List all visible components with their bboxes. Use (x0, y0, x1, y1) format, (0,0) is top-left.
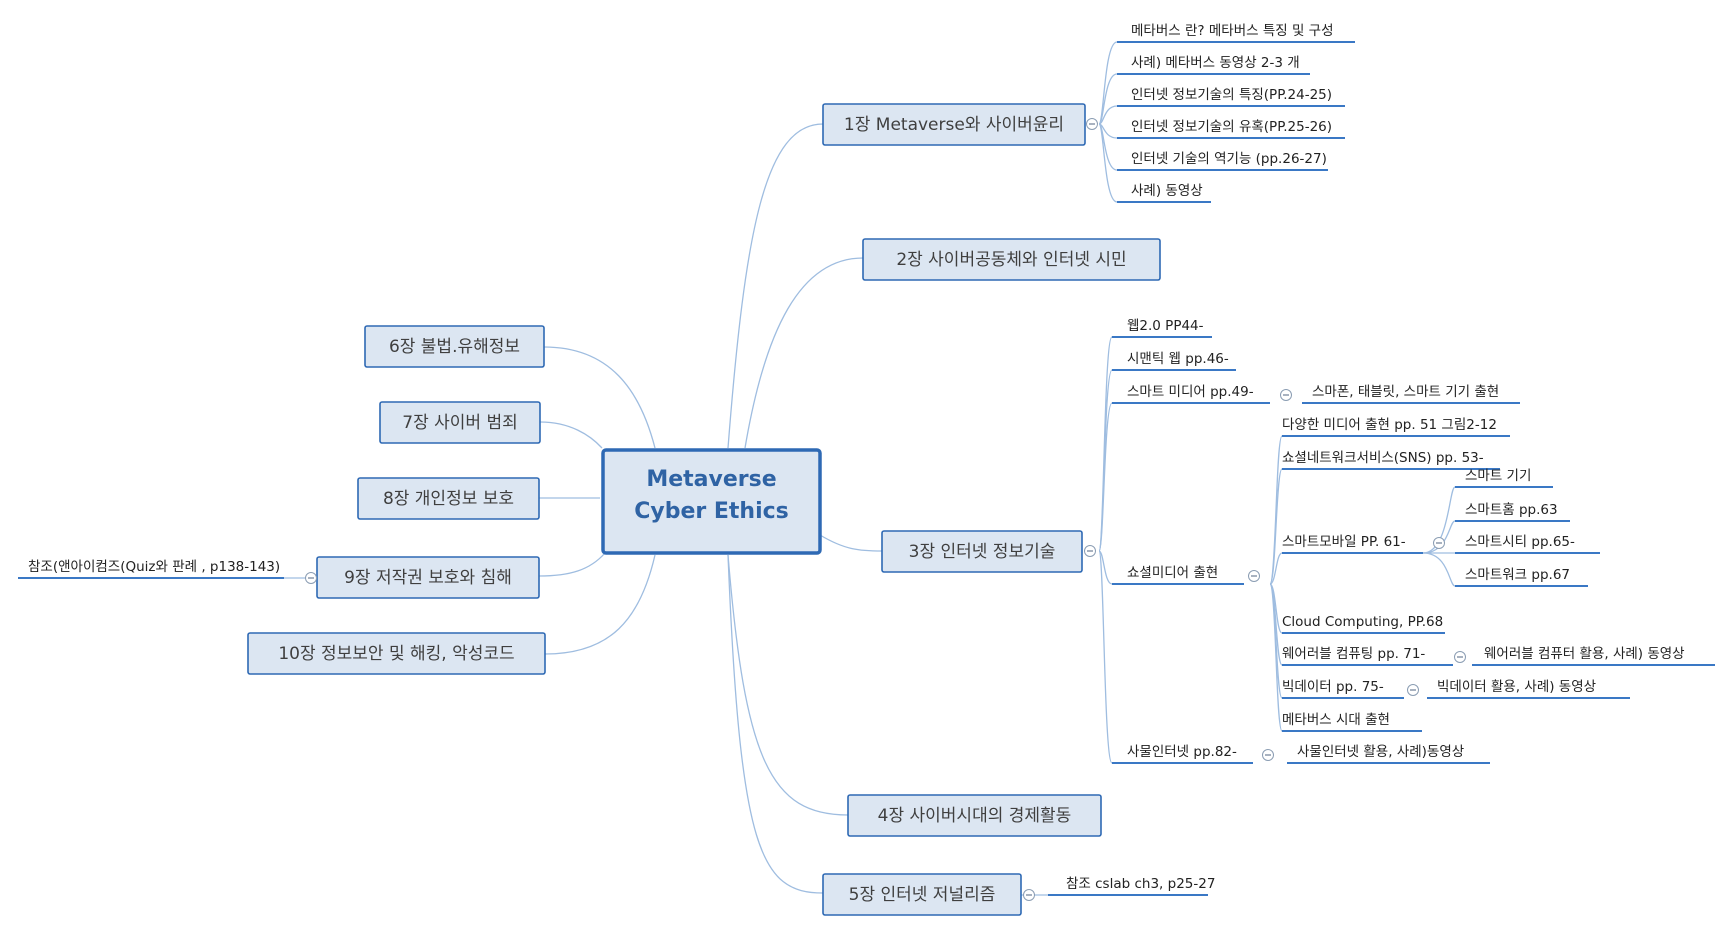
chapter-3-node[interactable]: 3장 인터넷 정보기술 (881, 530, 1083, 573)
chapter-5-label: 5장 인터넷 저널리즘 (849, 885, 996, 905)
social-sns[interactable]: 쇼셜네트워크서비스(SNS) pp. 53- (1282, 450, 1484, 466)
ch3-topic-web2[interactable]: 웹2.0 PP44- (1127, 318, 1204, 334)
chapter-10-label: 10장 정보보안 및 해킹, 악성코드 (278, 644, 514, 664)
collapse-toggle-smart-mobile[interactable] (1433, 537, 1445, 549)
collapse-toggle-bigdata[interactable] (1407, 684, 1419, 696)
social-wearable[interactable]: 웨어러블 컴퓨팅 pp. 71- (1282, 646, 1425, 662)
social-metaverse-era[interactable]: 메타버스 시대 출현 (1282, 712, 1390, 728)
ch1-connectors (1098, 41, 1355, 203)
ch3-connectors (1098, 336, 1715, 764)
mobile-smart-home[interactable]: 스마트홈 pp.63 (1465, 502, 1558, 518)
mobile-smart-city[interactable]: 스마트시티 pp.65- (1465, 534, 1575, 550)
ch3-topic-semantic-web[interactable]: 시맨틱 웹 pp.46- (1127, 351, 1229, 367)
ch3-topic-social-media[interactable]: 쇼셜미디어 출현 (1127, 565, 1218, 581)
social-cloud-computing[interactable]: Cloud Computing, PP.68 (1282, 614, 1443, 630)
chapter-9-node[interactable]: 9장 저작권 보호와 침해 (316, 556, 540, 599)
wearable-usage-video[interactable]: 웨어러블 컴퓨터 활용, 사례) 동영상 (1484, 646, 1685, 662)
collapse-toggle-ch3[interactable] (1084, 545, 1096, 557)
ch1-topic-temptation[interactable]: 인터넷 정보기술의 유혹(PP.25-26) (1131, 119, 1332, 135)
chapter-2-label: 2장 사이버공동체와 인터넷 시민 (896, 250, 1126, 270)
ch9-reference[interactable]: 참조(앤아이컴즈(Quiz와 판례 , p138-143) (28, 559, 280, 575)
chapter-4-label: 4장 사이버시대의 경제활동 (878, 806, 1072, 826)
chapter-8-label: 8장 개인정보 보호 (383, 489, 514, 509)
social-bigdata[interactable]: 빅데이터 pp. 75- (1282, 679, 1384, 695)
bigdata-usage-video[interactable]: 빅데이터 활용, 사례) 동영상 (1437, 679, 1596, 695)
collapse-toggle-wearable[interactable] (1454, 651, 1466, 663)
ch3-topic-smart-media[interactable]: 스마트 미디어 pp.49- (1127, 384, 1254, 400)
chapter-9-label: 9장 저작권 보호와 침해 (344, 568, 512, 588)
central-title-line2: Cyber Ethics (634, 499, 789, 524)
chapter-4-node[interactable]: 4장 사이버시대의 경제활동 (847, 794, 1102, 837)
chapter-3-label: 3장 인터넷 정보기술 (909, 542, 1056, 562)
collapse-toggle-ch9[interactable] (305, 572, 317, 584)
ch1-topic-definition[interactable]: 메타버스 란? 메타버스 특징 및 구성 (1131, 23, 1334, 39)
ch5-reference[interactable]: 참조 cslab ch3, p25-27 (1066, 876, 1215, 892)
central-title-line1: Metaverse (646, 467, 776, 492)
ch1-topic-features[interactable]: 인터넷 정보기술의 특징(PP.24-25) (1131, 87, 1332, 103)
collapse-toggle-ch1[interactable] (1086, 118, 1098, 130)
collapse-toggle-smart-media[interactable] (1280, 389, 1292, 401)
chapter-5-node[interactable]: 5장 인터넷 저널리즘 (822, 873, 1022, 916)
mobile-smart-work[interactable]: 스마트워크 pp.67 (1465, 567, 1570, 583)
collapse-toggle-social-media[interactable] (1248, 570, 1260, 582)
social-smart-mobile[interactable]: 스마트모바일 PP. 61- (1282, 534, 1406, 550)
chapter-8-node[interactable]: 8장 개인정보 보호 (357, 477, 540, 520)
main-branches (538, 123, 883, 894)
collapse-toggle-ch5[interactable] (1023, 889, 1035, 901)
chapter-6-node[interactable]: 6장 불법.유해정보 (364, 325, 545, 368)
ref-connectors (18, 577, 1208, 896)
chapter-10-node[interactable]: 10장 정보보안 및 해킹, 악성코드 (247, 632, 546, 675)
mobile-smart-device[interactable]: 스마트 기기 (1465, 468, 1531, 484)
ch1-topic-video-cases[interactable]: 사례) 메타버스 동영상 2-3 개 (1131, 55, 1300, 71)
central-topic[interactable]: Metaverse Cyber Ethics (601, 448, 822, 555)
ch1-topic-video[interactable]: 사례) 동영상 (1131, 183, 1203, 199)
chapter-1-node[interactable]: 1장 Metaverse와 사이버윤리 (822, 103, 1086, 146)
chapter-1-label: 1장 Metaverse와 사이버윤리 (844, 115, 1064, 135)
smart-media-devices[interactable]: 스마폰, 태블릿, 스마트 기기 출현 (1312, 384, 1499, 400)
chapter-7-label: 7장 사이버 범죄 (402, 413, 517, 433)
ch3-topic-iot[interactable]: 사물인터넷 pp.82- (1127, 744, 1237, 760)
iot-usage-video[interactable]: 사물인터넷 활용, 사례)동영상 (1297, 744, 1464, 760)
collapse-toggle-iot[interactable] (1262, 749, 1274, 761)
chapter-7-node[interactable]: 7장 사이버 범죄 (379, 401, 541, 444)
chapter-6-label: 6장 불법.유해정보 (389, 337, 520, 357)
chapter-2-node[interactable]: 2장 사이버공동체와 인터넷 시민 (862, 238, 1161, 281)
social-diverse-media[interactable]: 다양한 미디어 출현 pp. 51 그림2-12 (1282, 417, 1497, 433)
ch1-topic-dysfunction[interactable]: 인터넷 기술의 역기능 (pp.26-27) (1131, 151, 1327, 167)
